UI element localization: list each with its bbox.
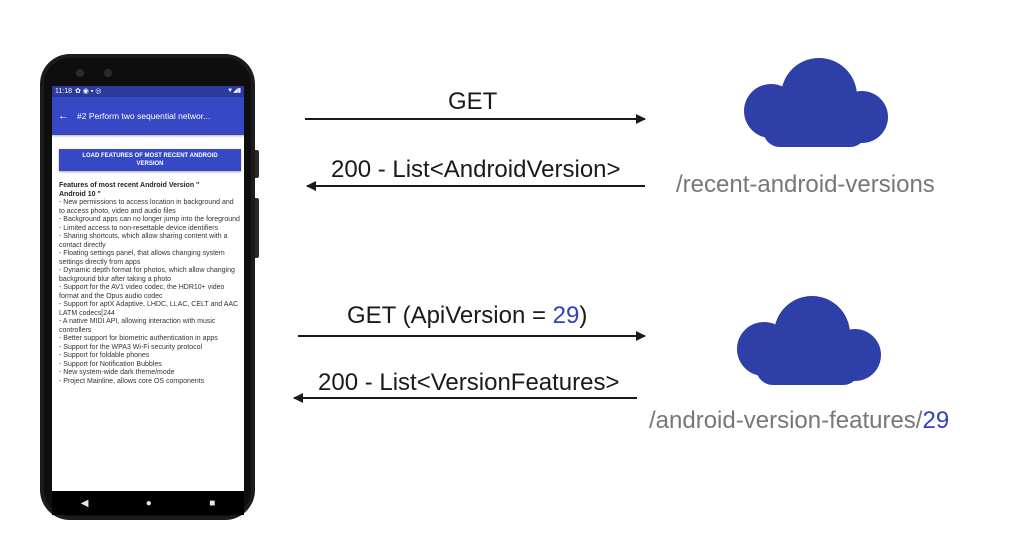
feature-item: - New permissions to access location in … [59,199,234,215]
status-bar: 11:18 ✿ ◉ ▪ ◎ ▼◢▮ [52,86,244,97]
feature-item: - New system-wide dark theme/mode [59,369,175,376]
feature-item: - A native MIDI API, allowing interactio… [59,318,216,334]
api-version-value: 29 [552,302,580,329]
request-label-2-prefix: GET (ApiVersion = [347,302,553,329]
feature-item: - Support for foldable phones [59,352,150,359]
nav-recents-icon[interactable]: ■ [209,497,216,509]
request-label-1: GET [448,88,498,115]
back-arrow-icon[interactable]: ← [58,110,69,122]
feature-item: - Floating settings panel, that allows c… [59,250,225,266]
front-sensor [104,69,112,77]
volume-button [255,198,259,258]
android-nav-bar: ◀ ● ■ [52,491,244,515]
signal-battery-icons: ▼◢▮ [227,88,241,94]
endpoint-2-version: 29 [922,407,950,434]
endpoint-2-prefix: /android-version-features/ [649,407,923,434]
request-label-2-suffix: ) [579,302,588,329]
feature-item: - Project Mainline, allows core OS compo… [59,377,205,385]
features-heading-line1: Features of most recent Android Version … [59,182,200,189]
features-text: Features of most recent Android Version … [59,182,241,386]
feature-item: - Support for the WPA3 Wi-Fi security pr… [59,343,203,351]
feature-item: - Sharing shortcuts, which allow sharing… [59,233,228,249]
feature-item: - Support for the AV1 video codec, the H… [59,284,225,300]
cloud-icon [737,296,881,385]
power-button [255,150,259,178]
cloud-icon [744,58,888,147]
nav-home-icon[interactable]: ● [145,497,152,509]
features-heading-line2: Android 10 " [59,190,101,198]
response-label-1: 200 - List<AndroidVersion> [331,156,621,183]
feature-item: - Support for Notification Bubbles [59,360,162,368]
notification-icons: ✿ ◉ ▪ ◎ [75,88,102,95]
feature-item: - Limited access to non-resettable devic… [59,224,219,232]
front-camera [76,69,84,77]
request-label-2: GET (ApiVersion = 29) [347,302,587,330]
app-bar: ← #2 Perform two sequential networ... [52,97,244,135]
feature-item: - Dynamic depth format for photos, which… [59,267,235,283]
endpoint-version-features: /android-version-features/29 [649,407,949,435]
feature-item: - Better support for biometric authentic… [59,335,218,342]
phone-screen: 11:18 ✿ ◉ ▪ ◎ ▼◢▮ ← #2 Perform two seque… [52,86,244,491]
response-label-2: 200 - List<VersionFeatures> [318,369,620,396]
status-time: 11:18 [55,88,72,95]
app-title: #2 Perform two sequential networ... [77,111,211,121]
feature-item: - Background apps can no longer jump int… [59,216,240,223]
feature-item: - Support for aptX Adaptive, LHDC, LLAC,… [59,301,239,317]
endpoint-recent-versions: /recent-android-versions [676,171,935,198]
nav-back-icon[interactable]: ◀ [80,497,89,509]
load-features-button[interactable]: LOAD FEATURES OF MOST RECENT ANDROID VER… [59,149,241,171]
